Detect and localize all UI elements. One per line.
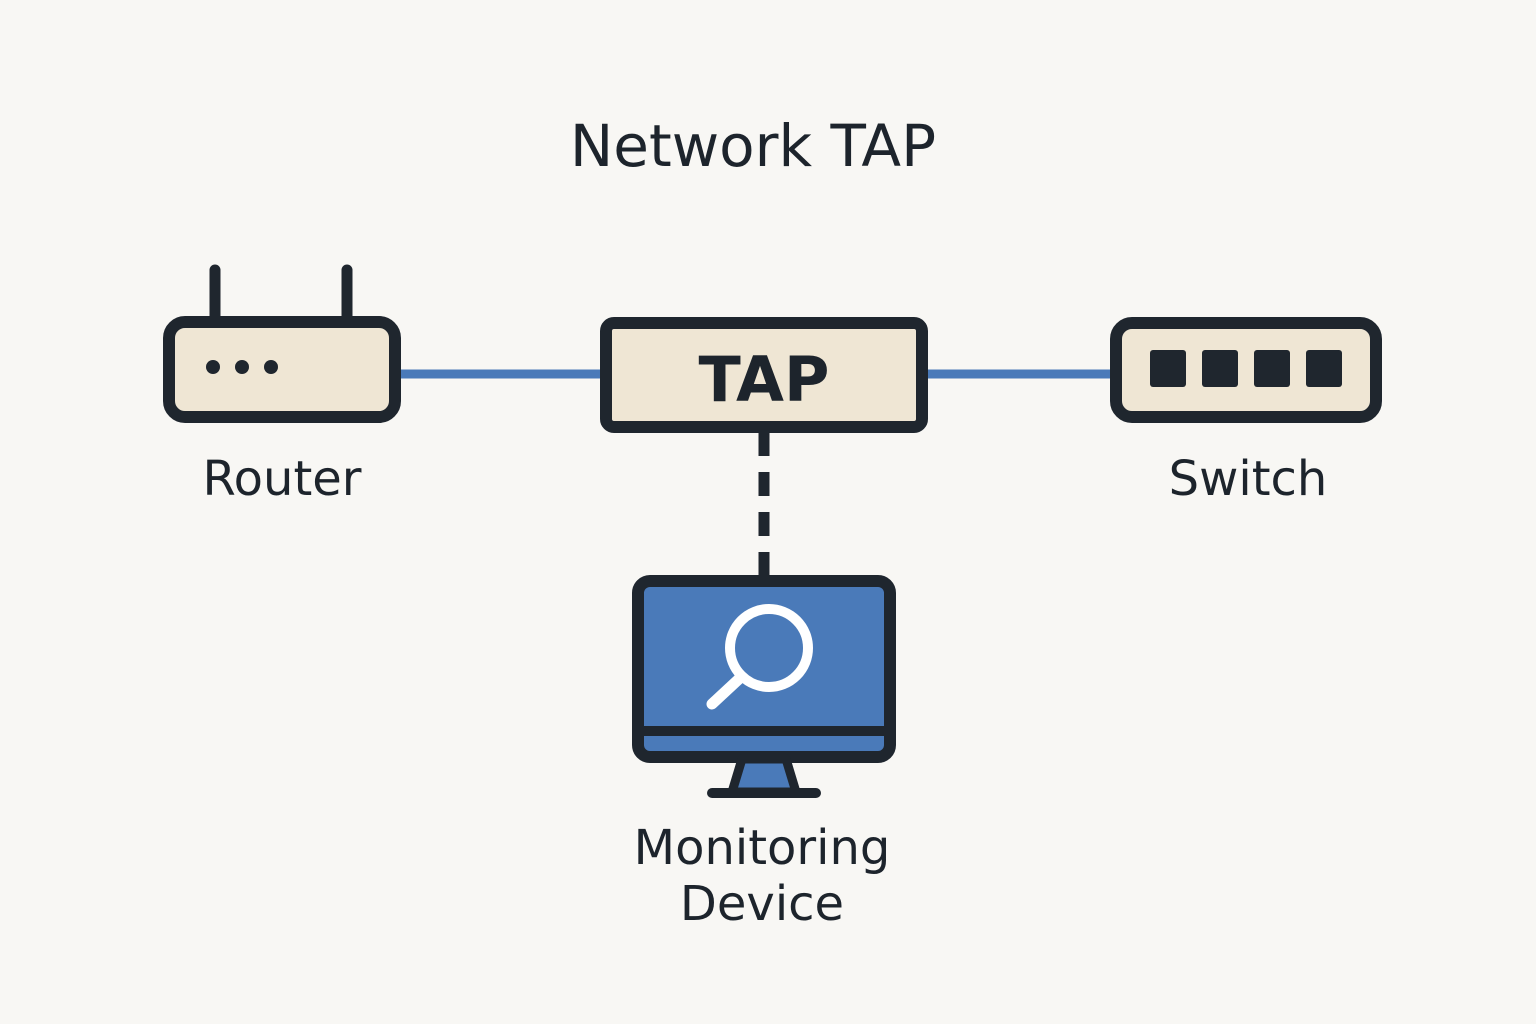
router-led xyxy=(235,360,249,374)
switch-icon xyxy=(1110,317,1382,423)
switch-port xyxy=(1306,350,1342,387)
monitor-stand xyxy=(727,754,801,797)
monitor-label-line1: Monitoring xyxy=(634,820,891,876)
switch-label: Switch xyxy=(1169,451,1328,507)
switch-port xyxy=(1254,350,1290,387)
switch-body xyxy=(1110,317,1382,423)
router-body xyxy=(163,316,401,423)
tap-label: TAP xyxy=(699,343,830,416)
switch-port xyxy=(1150,350,1186,387)
router-led xyxy=(206,360,220,374)
router-label: Router xyxy=(202,451,361,507)
magnifier-lens-icon xyxy=(725,604,813,692)
switch-port xyxy=(1202,350,1238,387)
magnifier-handle-icon xyxy=(706,672,746,710)
router-icon xyxy=(163,264,401,423)
diagram-title: Network TAP xyxy=(570,112,936,180)
tap-box xyxy=(600,317,928,433)
tap-device: TAP xyxy=(600,317,928,433)
router-led xyxy=(264,360,278,374)
monitor-label-line2: Device xyxy=(680,876,844,932)
monitor-magnifier-icon xyxy=(632,575,896,798)
